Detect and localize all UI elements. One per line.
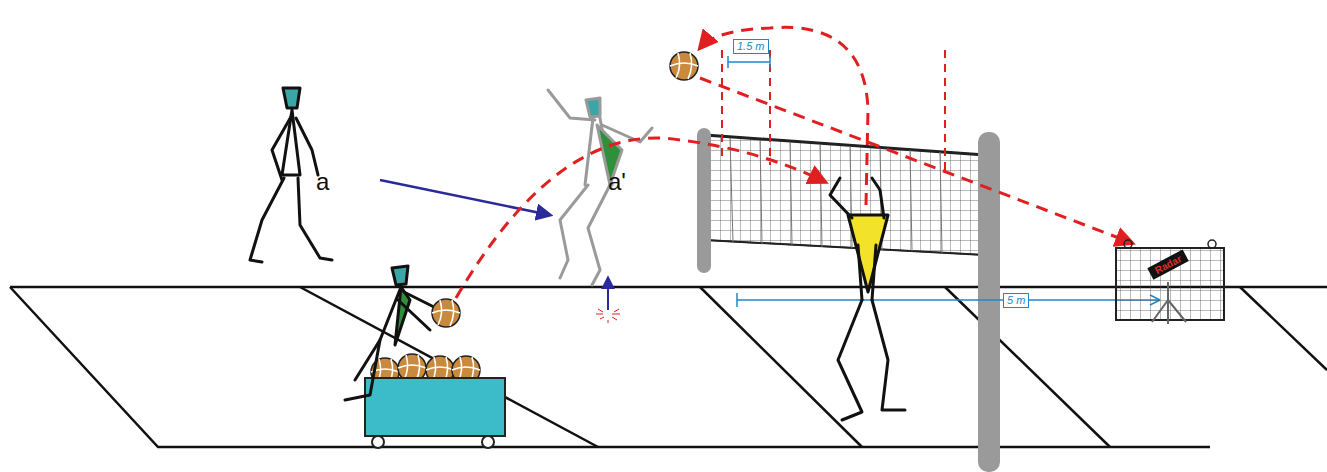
ball [432, 299, 460, 327]
blocker [830, 178, 905, 420]
thrower [345, 266, 440, 400]
net [697, 50, 1000, 472]
radar-target [1116, 240, 1224, 324]
player-label: a' [608, 168, 626, 196]
ball [670, 52, 698, 80]
jump-arrow [607, 278, 609, 310]
run-arrow [380, 180, 550, 215]
ball-trajectory [456, 27, 1132, 298]
dimension-label: 1.5 m [733, 39, 769, 54]
player-a [250, 88, 332, 262]
takeoff-mark [596, 309, 620, 323]
dimension-label: 5 m [1003, 293, 1029, 308]
dimension-line [728, 56, 770, 68]
dimension-line [737, 293, 1160, 307]
ball-cart [365, 354, 505, 448]
player-a-jumping [548, 90, 652, 285]
player-label: a [316, 168, 329, 196]
